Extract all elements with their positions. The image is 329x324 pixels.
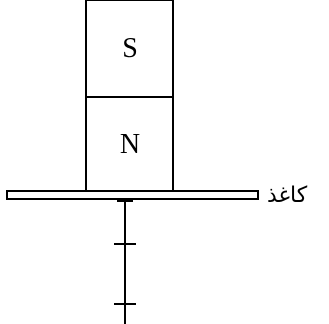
hanging-chain [114,198,136,324]
north-pole-label: N [120,129,140,160]
magnet-north-section [85,96,174,192]
paper-label: كاغذ [267,183,308,208]
south-pole-label: S [122,33,138,64]
magnet-south-section [85,0,174,98]
bar-magnet: S N [85,0,174,192]
paper-sheet [6,190,259,200]
chain-top-cap [117,198,133,202]
